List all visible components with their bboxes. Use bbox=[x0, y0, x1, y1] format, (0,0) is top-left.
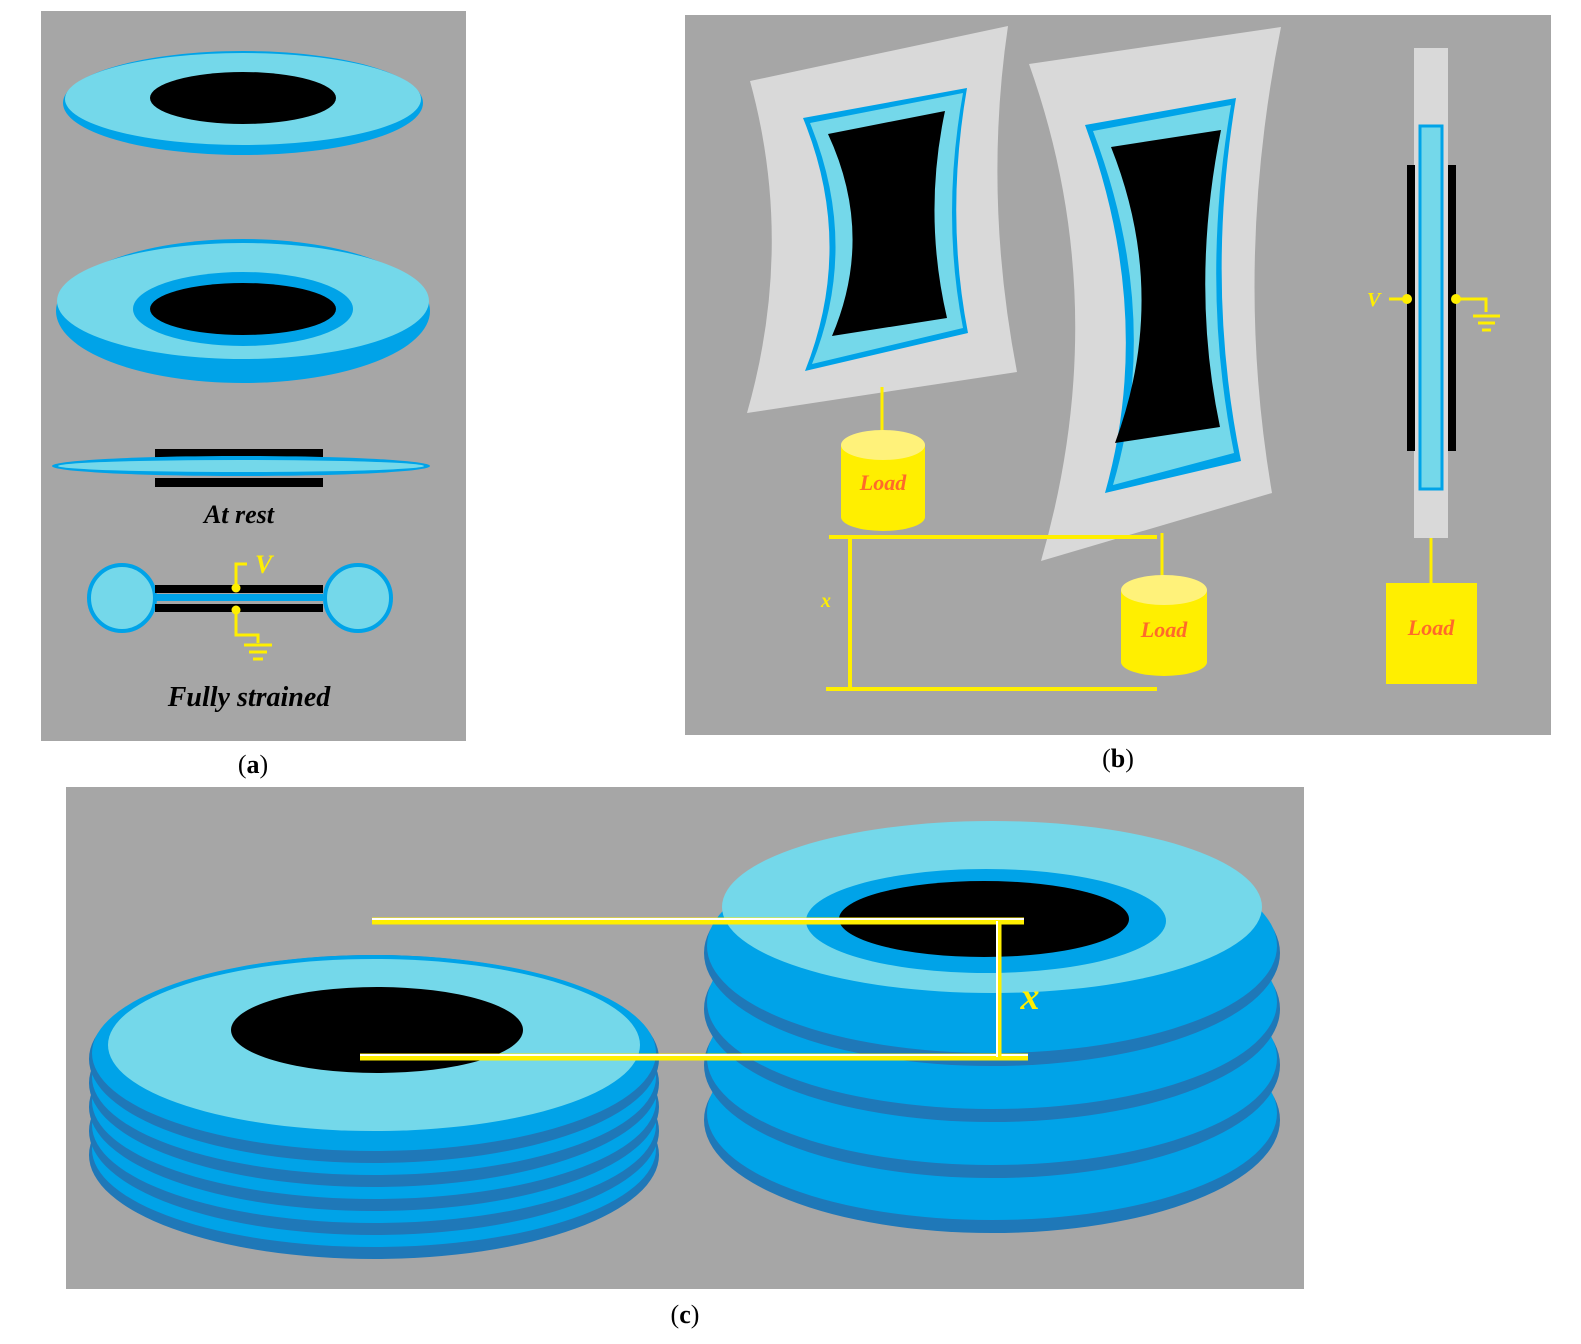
load-label-1: Load bbox=[859, 470, 907, 495]
displacement-bracket-c bbox=[360, 917, 1028, 1061]
label-x: x bbox=[820, 590, 831, 612]
label-voltage: V bbox=[255, 550, 275, 579]
displacement-bracket bbox=[826, 535, 1157, 691]
panel-b-drawing: Load Load x bbox=[747, 26, 1500, 691]
film-side-view bbox=[1389, 48, 1500, 583]
label-fully-strained: Fully strained bbox=[167, 682, 332, 713]
load-label-3: Load bbox=[1407, 615, 1455, 640]
load-weight-1 bbox=[841, 430, 925, 531]
panel-c-drawing: x bbox=[89, 821, 1280, 1259]
label-voltage-b: V bbox=[1367, 289, 1382, 311]
stack-expanded bbox=[704, 821, 1280, 1233]
panel-a-drawing: At rest V Fully strained bbox=[52, 51, 430, 713]
label-at-rest: At rest bbox=[202, 500, 275, 529]
stack-compressed bbox=[89, 955, 659, 1259]
caption-a: (a) bbox=[237, 750, 269, 779]
panel-a: At rest V Fully strained bbox=[41, 11, 466, 741]
strained-cross-section bbox=[87, 562, 393, 661]
ring-strained bbox=[56, 239, 430, 383]
film-unstrained bbox=[747, 26, 1017, 435]
label-x-c: x bbox=[1020, 976, 1040, 1018]
panel-b: Load Load x bbox=[685, 15, 1551, 735]
caption-b: (b) bbox=[1102, 744, 1134, 773]
panel-c: x bbox=[66, 787, 1304, 1289]
caption-c: (c) bbox=[670, 1300, 700, 1329]
ring-at-rest bbox=[63, 51, 423, 155]
film-strained bbox=[1029, 27, 1281, 580]
ring-side-view bbox=[52, 449, 430, 487]
load-weight-2 bbox=[1121, 575, 1207, 676]
load-label-2: Load bbox=[1140, 617, 1188, 642]
load-weight-3 bbox=[1386, 583, 1477, 684]
